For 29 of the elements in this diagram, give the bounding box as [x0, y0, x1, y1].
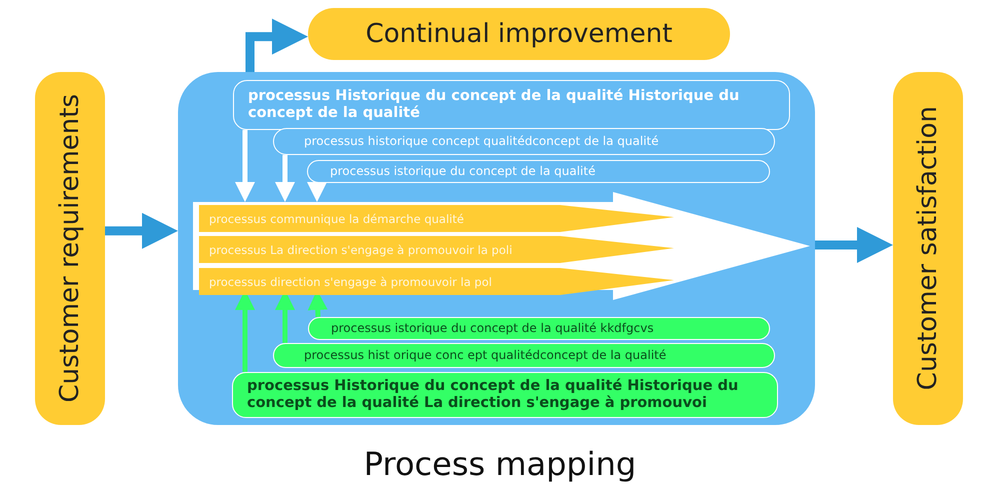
arrow [235, 130, 255, 202]
arrow-shaped-panel [193, 192, 810, 300]
process-box [273, 128, 775, 155]
caption: Process mapping [362, 444, 638, 485]
process-text: processus direction s'engage à promouvoir la pol [209, 274, 492, 288]
pennant-bar [199, 268, 674, 295]
process-text: processus Historique du concept de la qualité Historique du concept de la qualité La direction s'engage à promouvoi [247, 378, 740, 412]
pennant-bar [199, 236, 674, 263]
process-panel [178, 72, 815, 425]
pennant-bar [199, 205, 674, 232]
process-box [308, 317, 770, 340]
process-text: processus communique la démarche qualité [209, 212, 464, 226]
process-box [233, 80, 790, 130]
process-text: processus hist orique conc ept qualitédconcept de la qualité [304, 348, 666, 363]
process-text: processus Historique du concept de la qualité Historique du concept de la qualité [248, 88, 740, 122]
process-box [232, 372, 778, 418]
process-text: processus istorique du concept de la qualité kkdfgcvs [331, 321, 654, 336]
rounded-box: Customer requirements [35, 72, 105, 425]
process-box [307, 160, 770, 183]
arrow [275, 155, 295, 202]
rounded-box: Continual improvement [308, 8, 730, 60]
process-text: processus La direction s'engage à promouvoir la poli [209, 242, 512, 256]
arrow [307, 182, 327, 202]
process-box [273, 343, 775, 368]
rounded-box: Customer satisfaction [893, 72, 963, 425]
arrow [815, 226, 893, 263]
process-text: processus historique concept qualitédconcept de la qualité [304, 134, 659, 149]
process-text: processus istorique du concept de la qualité [330, 164, 596, 179]
arrow [105, 212, 178, 249]
